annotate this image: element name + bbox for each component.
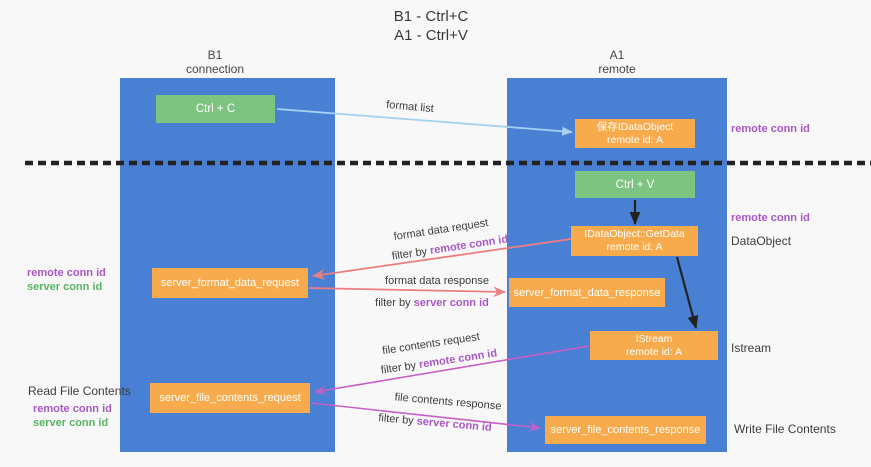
right-label-dataobject: DataObject — [731, 234, 792, 248]
filter-highlight-server-conn-id: server conn id — [413, 297, 489, 309]
filter-prefix: filter by — [391, 245, 431, 263]
node-istream: IStream remote id: A — [590, 331, 718, 360]
node-server-format-data-request: server_format_data_request — [152, 268, 308, 298]
edge-label-format-list: format list — [385, 98, 435, 116]
node-server-format-data-response: server_format_data_response — [509, 278, 665, 307]
diagram-title: B1 - Ctrl+C A1 - Ctrl+V — [0, 7, 862, 45]
filter-highlight-server-conn-id: server conn id — [416, 415, 493, 434]
title-line-2: A1 - Ctrl+V — [394, 27, 468, 44]
node-server-format-data-response-label: server_format_data_response — [513, 286, 661, 299]
right-label-istream: Istream — [731, 341, 772, 355]
filter-highlight-remote-conn-id: remote conn id — [418, 347, 498, 371]
left-label-server-conn-id-2: server conn id — [33, 417, 109, 429]
filter-prefix: filter by — [375, 297, 414, 309]
left-conn-id-group-2: remote conn id server conn id — [33, 402, 112, 430]
right-column-header: A1 remote — [598, 48, 635, 76]
arrow-format-data-response — [308, 286, 506, 298]
right-label-remote-conn-id-top: remote conn id — [731, 123, 810, 135]
node-idataobject-getdata-line2: remote id: A — [606, 241, 663, 253]
node-save-idataobject: 保存IDataObject remote id: A — [575, 119, 695, 148]
edge-label-file-contents-response: file contents response — [394, 391, 502, 413]
right-label-remote-conn-id-mid: remote conn id — [731, 212, 810, 224]
right-column-title: A1 — [609, 48, 625, 62]
left-column-subtitle: connection — [185, 62, 245, 76]
right-label-write-file-contents: Write File Contents — [734, 422, 836, 436]
node-ctrl-c: Ctrl + C — [156, 95, 275, 123]
left-label-read-file-contents: Read File Contents — [28, 384, 131, 398]
left-column-header: B1 connection — [186, 48, 244, 76]
filter-prefix: filter by — [380, 359, 420, 377]
title-line-1: B1 - Ctrl+C — [393, 8, 469, 25]
node-istream-line1: IStream — [635, 332, 673, 345]
right-column-subtitle: remote — [598, 62, 636, 76]
edge-label-format-data-response-filter: filter by server conn id — [375, 297, 489, 309]
node-server-file-contents-request-label: server_file_contents_request — [159, 392, 301, 404]
node-save-idataobject-line1: 保存IDataObject — [596, 120, 674, 133]
left-label-remote-conn-id-2: remote conn id — [33, 403, 112, 415]
left-label-server-conn-id-1: server conn id — [27, 281, 103, 293]
node-idataobject-getdata: IDataObject::GetData remote id: A — [571, 226, 698, 256]
node-idataobject-getdata-line1: IDataObject::GetData — [584, 228, 685, 240]
node-server-format-data-request-label: server_format_data_request — [160, 277, 300, 289]
node-server-file-contents-response-label: server_file_contents_response — [550, 424, 701, 436]
filter-highlight-remote-conn-id: remote conn id — [429, 233, 509, 257]
node-server-file-contents-response: server_file_contents_response — [545, 416, 706, 444]
edge-label-file-contents-response-filter: filter by server conn id — [378, 412, 492, 434]
left-label-remote-conn-id-1: remote conn id — [27, 267, 106, 279]
edge-label-format-data-response: format data response — [385, 275, 489, 287]
filter-prefix: filter by — [377, 412, 418, 428]
node-save-idataobject-line2: remote id: A — [606, 133, 664, 146]
node-ctrl-v-label: Ctrl + V — [615, 178, 655, 191]
node-ctrl-c-label: Ctrl + C — [195, 103, 236, 115]
left-column-title: B1 — [207, 48, 223, 62]
node-istream-line2: remote id: A — [625, 345, 683, 358]
left-conn-id-group-1: remote conn id server conn id — [27, 266, 106, 294]
node-ctrl-v: Ctrl + V — [575, 171, 695, 198]
node-server-file-contents-request: server_file_contents_request — [150, 383, 310, 413]
